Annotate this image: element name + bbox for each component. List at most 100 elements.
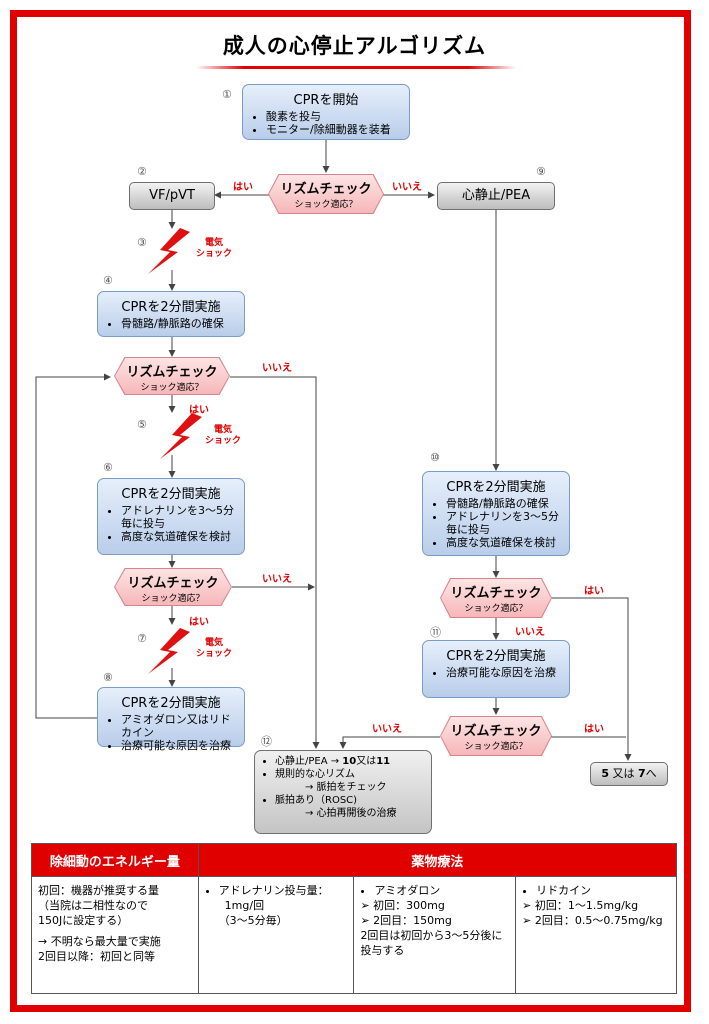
step-number-2: ② [137,165,147,178]
shock-bolts [148,228,202,674]
amiodarone-first-text: 初回：300mg [373,899,445,912]
cpr-box-6: CPRを2分間実施 アドレナリンを3～5分毎に投与 高度な気道確保を検討 [97,478,245,555]
cpr-box-4: CPRを2分間実施 骨髄路/静脈路の確保 [97,291,245,337]
shock-label-7-b: ショック [196,649,233,659]
outcome-or: 又は [356,756,377,767]
rhythm-check-3: リズムチェック ショック適応？ [114,568,232,606]
step-number-4: ④ [103,274,113,287]
cpr-box-4-title: CPRを2分間実施 [121,300,221,315]
energy-cell: 初回：機器が推奨する量 （当院は二相性なので 150Jに設定する） → 不明なら… [31,876,199,994]
cpr-box-8-item-causes: 治療可能な原因を治療 [121,739,236,752]
rhythm-check-2: リズムチェック ショック適応？ [114,357,230,395]
goto-step-5: 5 [601,767,609,780]
cpr-box-8-title: CPRを2分間実施 [121,696,221,711]
rhythm-check-3-sub: ショック適応？ [141,594,205,604]
goto-or: 又は [609,767,638,780]
energy-line-2: （当院は二相性なので [38,899,148,912]
lidocaine-head: リドカイン [536,883,670,898]
outcome-line-asystole: 心静止/PEA → 10又は11 [275,755,425,768]
rhythm-check-5-title: リズムチェック [450,724,542,739]
amiodarone-cell: アミオダロン ➢ 初回：300mg ➢ 2回目：150mg 2回目は初回から3～… [353,876,517,994]
adrenaline-cell: アドレナリン投与量： 1mg/回 （3～5分毎） [197,876,355,994]
adrenaline-interval: （3～5分毎） [218,914,288,927]
start-item-monitor: モニター/除細動器を装着 [266,123,401,136]
rhythm-check-5: リズムチェック ショック適応？ [440,716,552,756]
rhythm-check-1: リズムチェック ショック適応？ [268,174,384,214]
step-number-12: ⑫ [261,735,272,748]
rhythm-check-3-title: リズムチェック [127,576,219,591]
cpr-box-6-item-adrenaline: アドレナリンを3～5分毎に投与 [121,504,236,530]
step-number-9: ⑨ [536,165,546,178]
no-label-2: いいえ [262,363,292,374]
page-title: 成人の心停止アルゴリズム [222,34,487,58]
vf-pvt-box: VF/pVT [129,182,215,210]
lidocaine-second: ➢ 2回目：0.5～0.75mg/kg [522,914,663,927]
outcome-line-rosc: 脈拍あり（ROSC) [275,794,425,807]
adrenaline-head: アドレナリン投与量： [219,883,348,898]
yes-label-2: はい [189,405,209,416]
shock-label-5-a: 電気 [214,425,233,435]
shock-label-7-a: 電気 [205,638,224,648]
no-label-1: いいえ [392,182,422,193]
no-label-5: いいえ [372,724,402,735]
adrenaline-dose: 1mg/回 [224,899,265,912]
lidocaine-first: ➢ 初回：1～1.5mg/kg [522,899,639,912]
shock-label-5: 電気ショック [205,425,241,447]
outcome-step-11: 11 [376,756,391,767]
table-header-drugs: 薬物療法 [197,843,678,877]
rhythm-check-5-sub: ショック適応？ [464,742,528,752]
cpr-box-10: CPRを2分間実施 骨髄路/静脈路の確保 アドレナリンを3～5分毎に投与 高度な… [422,471,570,556]
outcome-line-rhythm: 規則的な心リズム [275,768,425,781]
cpr-box-6-item-airway: 高度な気道確保を検討 [121,530,236,543]
no-label-3: いいえ [262,574,292,585]
amiodarone-first: ➢ 初回：300mg [360,899,445,912]
step-number-1: ① [222,88,232,101]
lidocaine-cell: リドカイン ➢ 初回：1～1.5mg/kg ➢ 2回目：0.5～0.75mg/k… [515,876,677,994]
step-number-7: ⑦ [137,632,147,645]
start-cpr-title: CPRを開始 [293,93,359,108]
outcome-line-rhythm-sub: → 脈拍をチェック [305,782,387,793]
lidocaine-first-text: 初回：1～1.5mg/kg [534,899,639,912]
shock-label-3: 電気ショック [196,238,232,260]
cpr-box-10-item-airway: 高度な気道確保を検討 [446,536,561,549]
shock-label-3-b: ショック [196,249,233,259]
asystole-pea-box: 心静止/PEA [437,182,555,210]
goto-suffix: へ [645,767,657,780]
cpr-box-8: CPRを2分間実施 アミオダロン又はリドカイン 治療可能な原因を治療 [97,687,245,752]
outcome-box: 心静止/PEA → 10又は11 規則的な心リズム → 脈拍をチェック 脈拍あり… [254,750,432,834]
step-number-10: ⑩ [430,451,440,464]
outcome-line-rosc-sub: → 心拍再開後の治療 [305,808,397,819]
energy-line-6: 2回目以降：初回と同等 [38,950,155,963]
shock-label-7: 電気ショック [196,638,232,660]
cpr-box-10-item-access: 骨髄路/静脈路の確保 [446,497,561,510]
step-number-3: ③ [137,236,147,249]
lightning-icon-5 [160,413,202,459]
no-label-4: いいえ [515,627,545,638]
rhythm-check-4: リズムチェック ショック適応？ [440,578,552,618]
amiodarone-second-text: 2回目：150mg [373,914,452,927]
step-number-5: ⑤ [137,418,147,431]
energy-line-1: 初回：機器が推奨する量 [38,884,159,897]
cpr-box-6-title: CPRを2分間実施 [121,487,221,502]
rhythm-check-1-sub: ショック適応？ [294,200,358,210]
energy-line-5: → 不明なら最大量で実施 [38,935,161,948]
amiodarone-note: 2回目は初回から3～5分後に投与する [360,929,503,957]
goto-step-7: 7 [638,767,646,780]
reference-table: 除細動のエネルギー量 薬物療法 初回：機器が推奨する量 （当院は二相性なので 1… [31,843,678,994]
amiodarone-second: ➢ 2回目：150mg [360,914,452,927]
yes-label-3: はい [189,617,209,628]
cpr-box-8-item-antiarrhythmic: アミオダロン又はリドカイン [121,713,236,739]
cpr-box-11-item: 治療可能な原因を治療 [446,666,561,679]
energy-line-3: 150Jに設定する） [38,914,129,927]
shock-label-5-b: ショック [205,436,242,446]
rhythm-check-4-title: リズムチェック [450,586,542,601]
cpr-box-11: CPRを2分間実施 治療可能な原因を治療 [422,640,570,698]
outcome-asystole-text: 心静止/PEA → [275,756,343,767]
yes-label-1: はい [233,182,253,193]
rhythm-check-1-title: リズムチェック [280,182,372,197]
yes-label-5: はい [584,724,604,735]
cpr-box-10-item-adrenaline: アドレナリンを3～5分毎に投与 [446,510,561,536]
yes-label-4: はい [584,586,604,597]
step-number-11: ⑪ [430,626,441,639]
